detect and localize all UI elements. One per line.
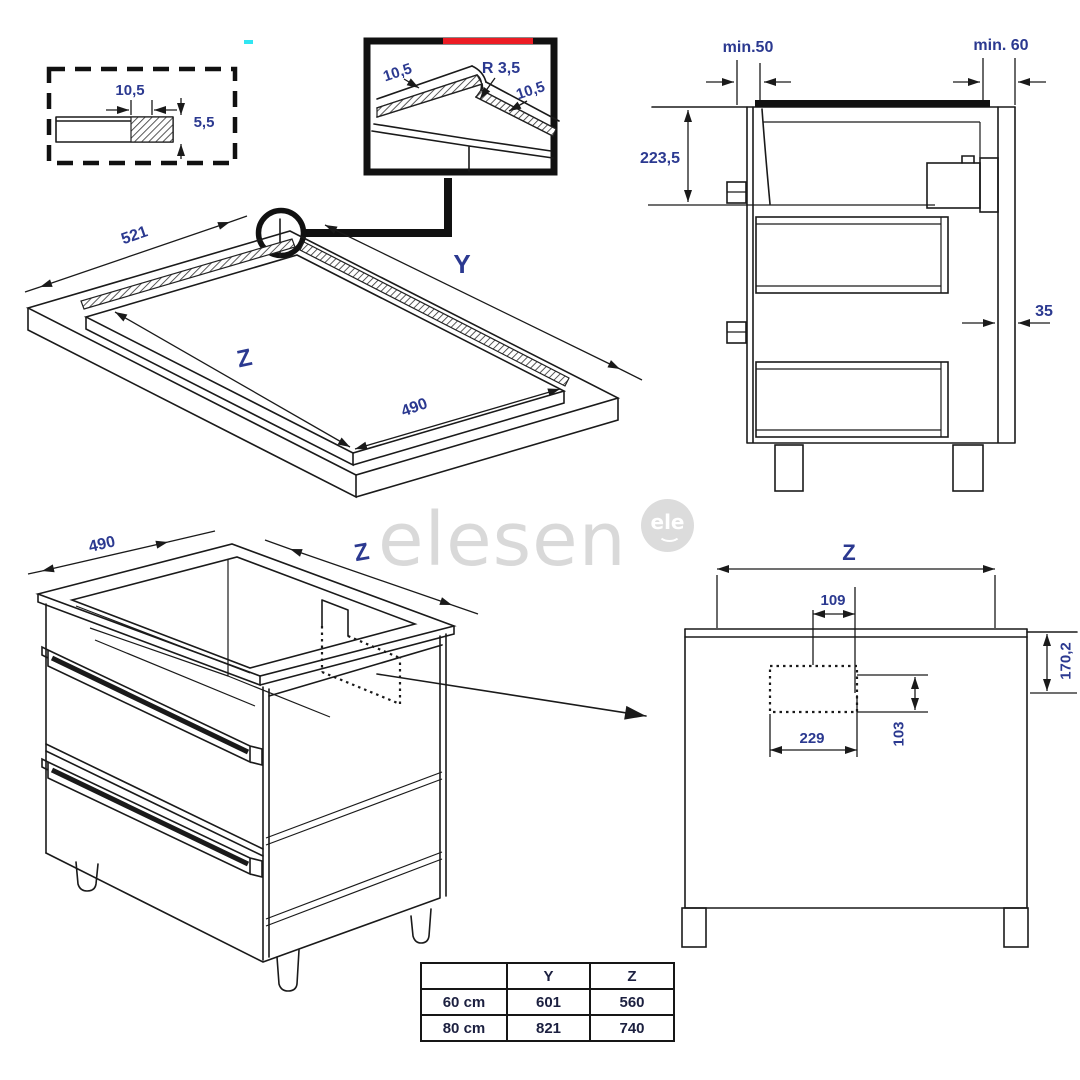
table-header-z: Z [589, 962, 675, 990]
dim-109-label: 109 [820, 592, 845, 609]
dim-z-cabinet-label: Z [352, 538, 371, 567]
drawer-boxes-side [755, 216, 949, 438]
iso-cabinet-view: 490 Z [27, 530, 647, 992]
seal-hatch [130, 116, 174, 143]
junction-box [926, 155, 999, 213]
table-cell-size: 60 cm [420, 988, 508, 1016]
inset-width-label: 10,5 [115, 82, 144, 99]
table-cell-y: 821 [506, 1014, 591, 1042]
detail-leader-arrow [376, 673, 647, 720]
dimension-table: Y Z 60 cm 601 560 80 cm 821 740 [420, 962, 675, 1042]
dim-521-label: 521 [119, 223, 150, 248]
dim-35-label: 35 [1035, 303, 1053, 320]
callout-circle [255, 207, 307, 259]
table-header-y: Y [506, 962, 591, 990]
corner-right-label: 10,5 [514, 78, 547, 103]
corner-radius-label: R 3,5 [482, 60, 520, 77]
table-cell-y: 601 [506, 988, 591, 1016]
watermark-smile-icon [658, 526, 681, 542]
side-section-view: min.50 min. 60 223,5 [640, 37, 1053, 492]
corner-detail-box: 10,5 R 3,5 10,5 [363, 37, 560, 176]
dim-2235-label: 223,5 [640, 150, 680, 167]
dim-y-label: Y [453, 249, 470, 279]
table-header-row: Y Z [420, 962, 675, 990]
table-cell-z: 740 [589, 1014, 675, 1042]
dim-103-label: 103 [891, 721, 908, 746]
table-header-blank [420, 962, 508, 990]
front-view: Z 109 170,2 103 229 [681, 540, 1078, 948]
dim-z-front-label: Z [842, 540, 855, 565]
red-accent-bar [443, 38, 533, 44]
dim-1702-label: 170,2 [1058, 642, 1075, 680]
dim-229-label: 229 [799, 730, 824, 747]
dashed-frame [46, 66, 238, 166]
table-cell-z: 560 [589, 988, 675, 1016]
inset-height-label: 5,5 [194, 114, 215, 131]
dim-min50-label: min.50 [723, 39, 774, 56]
table-row: 60 cm 601 560 [420, 988, 675, 1016]
junction-box-cutout [768, 664, 859, 714]
dim-min60-label: min. 60 [973, 37, 1028, 54]
seal-strip-left [80, 238, 296, 310]
dim-490-cabinet-label: 490 [87, 533, 117, 556]
dim-490-cutout-label: 490 [399, 395, 430, 420]
seal-strip-right [299, 241, 570, 387]
hob-profile [755, 100, 990, 107]
edge-crosssection-inset: 10,5 5,5 [46, 66, 238, 166]
iso-worktop-view: 521 Y Z 490 [24, 215, 643, 499]
table-row: 80 cm 821 740 [420, 1014, 675, 1042]
watermark-logo: ele [641, 499, 694, 552]
dim-z-cutout-label: Z [234, 344, 254, 373]
cyan-mark [244, 40, 253, 44]
table-cell-size: 80 cm [420, 1014, 508, 1042]
drawer-handles [41, 645, 263, 879]
